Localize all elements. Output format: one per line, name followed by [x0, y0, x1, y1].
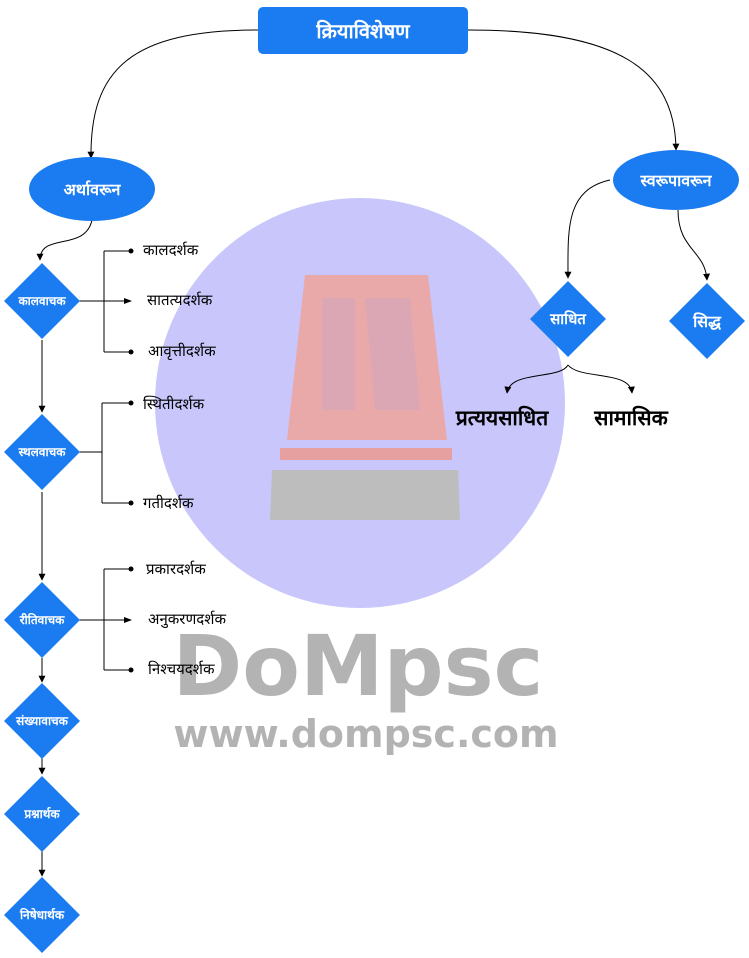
leaf-satatyadarshak: सातत्यदर्शक: [147, 291, 213, 309]
bracket-dots: [129, 249, 134, 673]
category-label: निषेधार्थक: [19, 908, 65, 922]
category-node-sthal[interactable]: स्थलवाचक: [4, 414, 80, 490]
category-label: रीतिवाचक: [19, 613, 65, 627]
meaning-branch-node[interactable]: अर्थावरून: [29, 157, 155, 221]
category-label: स्थलवाचक: [18, 445, 67, 459]
watermark-brand: DoMpsc: [173, 617, 544, 715]
root-node-label: क्रियाविशेषण: [315, 19, 411, 43]
leaf-anukarandarshak: अनुकरणदर्शक: [148, 610, 226, 629]
leaf-gatidarshak: गतीदर्शक: [143, 494, 194, 512]
category-node-prashna[interactable]: प्रश्नार्थक: [4, 776, 80, 852]
watermark-url: www.dompsc.com: [173, 712, 558, 756]
siddha-node[interactable]: सिद्ध: [669, 283, 745, 359]
sadhit-label: साधित: [549, 310, 587, 328]
siddha-label: सिद्ध: [692, 312, 722, 331]
form-branch-node[interactable]: स्वरूपावरून: [613, 150, 739, 210]
category-label: प्रश्नार्थक: [23, 807, 60, 821]
leaf-avruttidarshak: आवृत्तीदर्शक: [148, 342, 216, 361]
root-node[interactable]: क्रियाविशेषण: [258, 7, 468, 54]
category-label: संख्यावाचक: [15, 714, 69, 728]
leaf-nishchaydarshak: निश्चयदर्शक: [148, 660, 215, 678]
bracket-heads: [124, 298, 132, 623]
category-node-sankhya[interactable]: संख्यावाचक: [4, 683, 80, 759]
leaf-pratyaysadhit: प्रत्ययसाधित: [455, 405, 549, 430]
form-branch-label: स्वरूपावरून: [640, 171, 713, 190]
leaf-sthitidarshak: स्थितीदर्शक: [143, 395, 205, 413]
leaf-prakardarshak: प्रकारदर्शक: [146, 560, 206, 578]
leaf-kaldarshak: कालदर्शक: [143, 241, 199, 259]
category-label: कालवाचक: [17, 294, 66, 308]
meaning-branch-label: अर्थावरून: [64, 180, 122, 199]
category-node-kal[interactable]: कालवाचक: [4, 263, 80, 339]
watermark: DoMpsc www.dompsc.com: [155, 198, 565, 756]
leaf-samasik: सामासिक: [593, 405, 668, 430]
category-node-nishedh[interactable]: निषेधार्थक: [4, 877, 80, 953]
category-node-riti[interactable]: रीतिवाचक: [4, 582, 80, 658]
